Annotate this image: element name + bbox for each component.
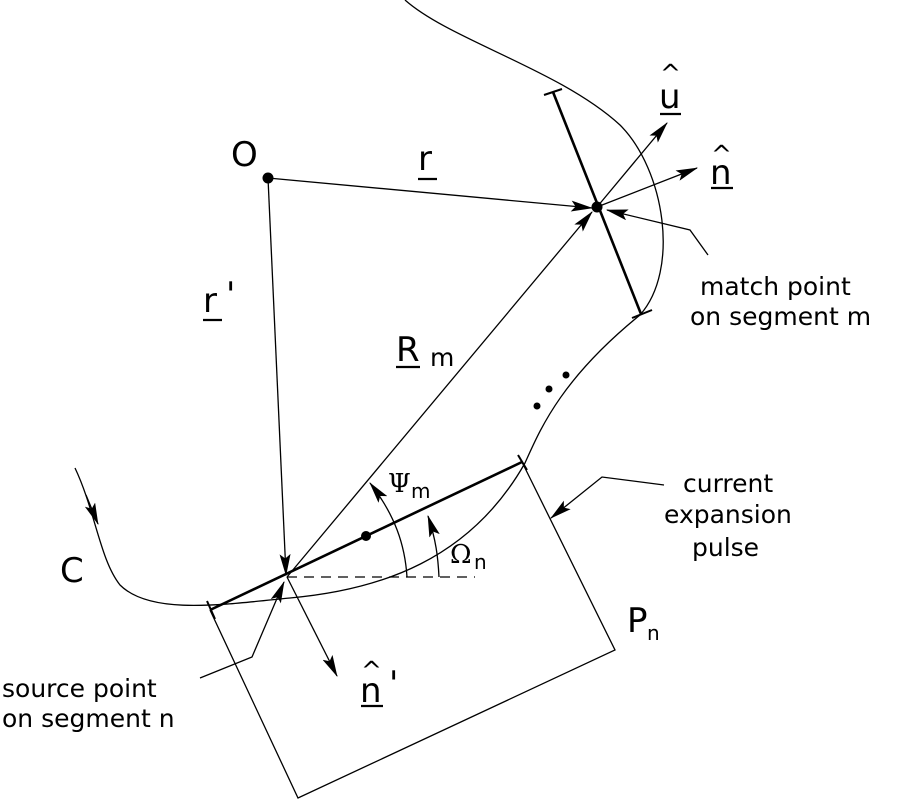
source-point-leader — [199, 580, 285, 679]
svg-text:on segment n: on segment n — [2, 704, 175, 733]
label-n-prime-hat: ^ n ' — [360, 656, 398, 711]
ellipsis-dot — [562, 371, 570, 379]
label-r: r — [418, 139, 437, 181]
vector-n-prime-hat — [286, 576, 338, 677]
svg-text:source point: source point — [2, 674, 157, 703]
svg-text:expansion: expansion — [664, 500, 792, 529]
label-pulse-p-n: P n — [627, 601, 660, 645]
segment-m-end-tick — [543, 88, 563, 96]
svg-text:Ω: Ω — [450, 540, 472, 570]
label-n-hat: ^ n — [710, 140, 733, 193]
label-origin: O — [231, 135, 258, 175]
curve-direction-arrow-icon — [84, 494, 99, 526]
vector-u-hat — [596, 122, 668, 208]
svg-text:match point: match point — [700, 272, 851, 301]
vector-n-hat — [596, 167, 699, 208]
svg-text:n: n — [710, 153, 732, 193]
match-point — [591, 201, 603, 213]
match-point-leader — [605, 209, 709, 256]
svg-text:R: R — [396, 330, 420, 370]
vector-R-m — [286, 211, 593, 578]
label-R-m: R m — [396, 330, 454, 372]
label-r-prime: r ' — [203, 275, 235, 322]
svg-text:n: n — [647, 621, 660, 645]
pulse-leader — [550, 476, 665, 519]
label-u-hat: ^ u — [659, 59, 681, 117]
annotation-source-point: source point on segment n — [2, 674, 175, 733]
svg-text:': ' — [389, 664, 398, 704]
angle-omega-arc — [427, 514, 440, 578]
segment-n-end-tick — [206, 600, 216, 620]
svg-text:pulse: pulse — [692, 533, 759, 562]
label-curve-c: C — [60, 551, 84, 591]
svg-text:n: n — [474, 550, 487, 574]
expansion-pulse-rect — [209, 461, 616, 799]
svg-text:m: m — [430, 343, 454, 372]
origin-point — [262, 172, 274, 184]
svg-text:u: u — [659, 77, 681, 117]
svg-text:m: m — [411, 479, 430, 503]
vector-r — [267, 177, 594, 212]
ellipsis-dot — [545, 385, 553, 393]
ellipsis-dot — [533, 402, 541, 410]
annotation-match-point: match point on segment m — [690, 272, 871, 331]
curve-c — [74, 0, 664, 607]
svg-text:^: ^ — [711, 140, 732, 169]
segment-m-end-tick — [631, 309, 653, 319]
svg-text:n: n — [360, 671, 382, 711]
svg-text:current: current — [683, 469, 773, 498]
svg-text:on segment m: on segment m — [690, 302, 871, 331]
svg-text:^: ^ — [660, 59, 681, 88]
svg-text:r: r — [418, 139, 432, 179]
angle-psi-arc — [369, 482, 408, 578]
svg-text:r: r — [203, 281, 217, 321]
svg-text:Ψ: Ψ — [388, 469, 411, 499]
vector-r-prime — [267, 177, 291, 577]
annotation-current-pulse: current expansion pulse — [664, 469, 792, 562]
segment-n-midpoint — [361, 531, 371, 541]
label-omega-n: Ω n — [450, 540, 487, 574]
svg-text:P: P — [627, 601, 648, 641]
svg-text:^: ^ — [361, 656, 382, 685]
label-psi-m: Ψ m — [388, 469, 430, 503]
svg-text:': ' — [226, 275, 235, 315]
